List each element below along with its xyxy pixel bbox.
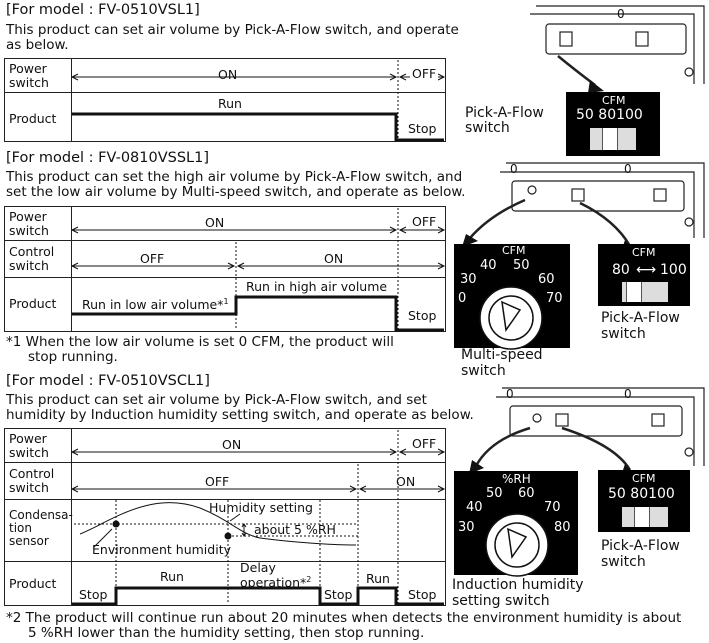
- s2-stop-label: Stop: [408, 308, 437, 323]
- note2-line2: 5 %RH lower than the humidity setting, t…: [28, 625, 425, 641]
- about-5rh-label: about 5 %RH: [254, 522, 336, 537]
- cfm-values: 50 80100: [576, 107, 643, 123]
- s1-on-label: ON: [218, 67, 238, 82]
- product-label: Product: [9, 111, 57, 126]
- product-label: Product: [9, 296, 57, 311]
- s2-control-on-label: ON: [324, 251, 344, 266]
- switch-slider-icon: [622, 507, 668, 527]
- s2-off-label: OFF: [410, 214, 439, 230]
- humidity-setting-label: Humidity setting: [209, 500, 313, 515]
- s1-run-label: Run: [218, 96, 242, 111]
- s3-stop-label-3: Stop: [408, 587, 437, 602]
- s3-run-label-2: Run: [366, 571, 390, 586]
- s1-off-label: OFF: [410, 66, 439, 82]
- note1: *1 When the low air volume is set 0 CFM,…: [6, 334, 394, 350]
- s3-stop-label-1: Stop: [79, 587, 108, 602]
- section1-desc-line1: This product can set air volume by Pick-…: [6, 22, 459, 38]
- s3-off-label: OFF: [410, 436, 439, 452]
- s2-run-low-label: Run in low air volume*1: [82, 297, 229, 313]
- pick-a-flow-dial-2: CFM 80 ⟷ 100: [598, 244, 690, 306]
- s3-control-on-label: ON: [396, 474, 416, 489]
- section3-desc-line1: This product can set air volume by Pick-…: [6, 392, 427, 408]
- section3-desc-line2: humidity by Induction humidity setting s…: [6, 407, 474, 423]
- fig3-zero-label-left: 0: [506, 387, 514, 401]
- switch-slider-icon: [590, 128, 636, 150]
- double-arrow-icon: ⟷: [636, 262, 657, 278]
- note2: *2 The product will continue run about 2…: [6, 610, 682, 626]
- fig2-zero-label-left: 0: [510, 162, 518, 176]
- pick-a-flow-dial-3: CFM 50 80100: [598, 470, 690, 532]
- section3-header: [For model : FV-0510VSCL1]: [6, 373, 210, 389]
- pick-a-flow-dial-1: CFM 50 80100: [566, 92, 660, 156]
- fig2-zero-label-right: 0: [624, 162, 632, 176]
- multi-speed-dial: CFM 40 50 30 60 0 70: [454, 244, 570, 348]
- fig3-zero-label-right: 0: [624, 387, 632, 401]
- s2-on-label: ON: [205, 215, 225, 230]
- s3-stop-label-2: Stop: [324, 587, 353, 602]
- s3-control-off-label: OFF: [205, 474, 230, 489]
- environment-humidity-label: Environment humidity: [92, 542, 231, 557]
- section2-header: [For model : FV-0810VSSL1]: [6, 150, 210, 166]
- s1-stop-label: Stop: [408, 121, 437, 136]
- switch-slider-icon: [622, 282, 668, 302]
- fig1-zero-label: 0: [617, 7, 625, 21]
- s2-control-off-label: OFF: [140, 251, 165, 266]
- s3-run-label-1: Run: [160, 569, 184, 584]
- section2-desc-line1: This product can set the high air volume…: [6, 169, 463, 185]
- note1-line2: stop running.: [28, 349, 118, 365]
- section1-header: [For model : FV-0510VSL1]: [6, 2, 200, 18]
- s3-on-label: ON: [222, 437, 242, 452]
- section1-desc-line2: as below.: [6, 37, 69, 53]
- s2-run-high-label: Run in high air volume: [246, 279, 388, 294]
- section2-desc-line2: set the low air volume by Multi-speed sw…: [6, 184, 466, 200]
- product-label: Product: [9, 576, 57, 591]
